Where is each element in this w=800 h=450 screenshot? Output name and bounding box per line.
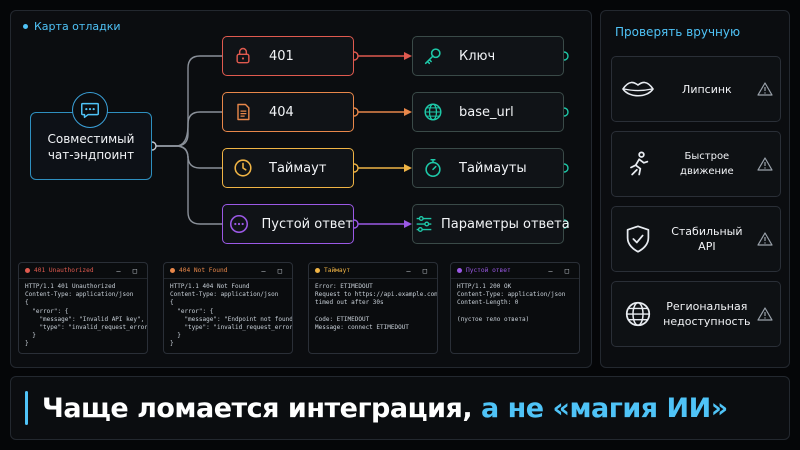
code-window-empty: Пустой ответ — □ HTTP/1.1 200 OK Content… — [450, 262, 580, 354]
globe-icon — [612, 299, 663, 329]
arrowhead-404 — [404, 108, 412, 116]
side-panel-title: Проверять вручную — [615, 25, 741, 39]
check-card-stable-api: Стабильный API — [611, 206, 781, 272]
source-label: Совместимый чат-эндпоинт — [47, 132, 135, 162]
warning-triangle-icon — [750, 157, 780, 171]
code-window-title: Пустой ответ — [466, 267, 511, 274]
sliders-icon — [413, 213, 435, 235]
code-window-titlebar: 404 Not Found — □ — [164, 263, 292, 279]
connector-to-404 — [152, 111, 222, 147]
code-window-body: HTTP/1.1 404 Not Found Content-Type: app… — [170, 283, 293, 348]
shield-check-icon — [612, 224, 663, 254]
fix-timeouts: Таймауты — [412, 148, 564, 188]
check-label: Региональная недоступность — [663, 300, 751, 328]
code-window-titlebar: Пустой ответ — □ — [451, 263, 579, 279]
window-controls[interactable]: — □ — [548, 266, 573, 275]
clock-icon — [223, 157, 263, 179]
status-dot — [170, 268, 175, 273]
code-window-title: 401 Unauthorized — [34, 267, 94, 274]
check-card-fast-motion: Быстрое движение — [611, 131, 781, 197]
node-timeout: Таймаут — [222, 148, 354, 188]
node-401-label: 401 — [269, 48, 294, 64]
node-401: 401 — [222, 36, 354, 76]
fix-response-params: Параметры ответа — [412, 204, 570, 244]
lips-icon — [612, 78, 663, 100]
arrowhead-empty — [404, 220, 412, 228]
code-window-body: Error: ETIMEDOUT Request to https://api.… — [315, 283, 438, 332]
code-window-404: 404 Not Found — □ HTTP/1.1 404 Not Found… — [163, 262, 293, 354]
node-timeout-label: Таймаут — [269, 160, 327, 176]
headline-banner: Чаще ломается интеграция, а не «магия ИИ… — [10, 376, 790, 440]
node-empty-response: Пустой ответ — [222, 204, 354, 244]
panel-title: Карта отладки — [23, 20, 121, 33]
warning-triangle-icon — [750, 307, 780, 321]
key-icon — [413, 45, 453, 67]
connector-to-timeout — [152, 145, 222, 169]
warning-triangle-icon — [750, 232, 780, 246]
code-window-titlebar: Таймаут — □ — [309, 263, 437, 279]
node-404-label: 404 — [269, 104, 294, 120]
headline-part-blue: а не «магия ИИ» — [481, 392, 728, 424]
check-label: Липсинк — [682, 82, 732, 96]
fix-base-url: base_url — [412, 92, 564, 132]
headline-text: Чаще ломается интеграция, а не «магия ИИ… — [42, 393, 728, 424]
lock-icon — [223, 46, 263, 66]
arrowhead-timeout — [404, 164, 412, 172]
node-empty-label: Пустой ответ — [261, 216, 353, 232]
code-window-titlebar: 401 Unauthorized — □ — [19, 263, 147, 279]
headline-part-white: Чаще ломается интеграция, — [42, 392, 482, 424]
fix-key-label: Ключ — [459, 48, 496, 64]
code-window-body: HTTP/1.1 200 OK Content-Type: applicatio… — [457, 283, 566, 323]
arrowhead-401 — [404, 52, 412, 60]
window-controls[interactable]: — □ — [261, 266, 286, 275]
manual-check-panel: Проверять вручную Липсинк Быстрое движен… — [600, 10, 790, 368]
code-window-401: 401 Unauthorized — □ HTTP/1.1 401 Unauth… — [18, 262, 148, 354]
globe-icon — [413, 101, 453, 123]
ellipsis-icon — [223, 213, 256, 235]
chat-bubble-icon — [72, 92, 108, 128]
fix-key: Ключ — [412, 36, 564, 76]
connector-to-empty — [152, 145, 222, 225]
window-controls[interactable]: — □ — [116, 266, 141, 275]
fix-response-params-label: Параметры ответа — [441, 216, 570, 232]
fix-base-url-label: base_url — [459, 104, 514, 120]
panel-title-text: Карта отладки — [34, 20, 121, 33]
code-window-title: 404 Not Found — [179, 267, 228, 274]
title-dot — [23, 24, 28, 29]
code-window-title: Таймаут — [324, 267, 351, 274]
fix-timeouts-label: Таймауты — [459, 160, 527, 176]
window-controls[interactable]: — □ — [406, 266, 431, 275]
headline-accent-bar — [25, 391, 28, 425]
code-window-body: HTTP/1.1 401 Unauthorized Content-Type: … — [25, 283, 148, 348]
node-404: 404 — [222, 92, 354, 132]
check-card-regional: Региональная недоступность — [611, 281, 781, 347]
warning-triangle-icon — [750, 82, 780, 96]
check-label: Быстрое движение — [680, 151, 734, 177]
code-window-timeout: Таймаут — □ Error: ETIMEDOUT Request to … — [308, 262, 438, 354]
check-label: Стабильный API — [671, 225, 743, 253]
stopwatch-icon — [413, 157, 453, 179]
status-dot — [457, 268, 462, 273]
running-person-icon — [612, 150, 663, 178]
status-dot — [25, 268, 30, 273]
check-card-lipsync: Липсинк — [611, 56, 781, 122]
status-dot — [315, 268, 320, 273]
document-icon — [223, 102, 263, 122]
